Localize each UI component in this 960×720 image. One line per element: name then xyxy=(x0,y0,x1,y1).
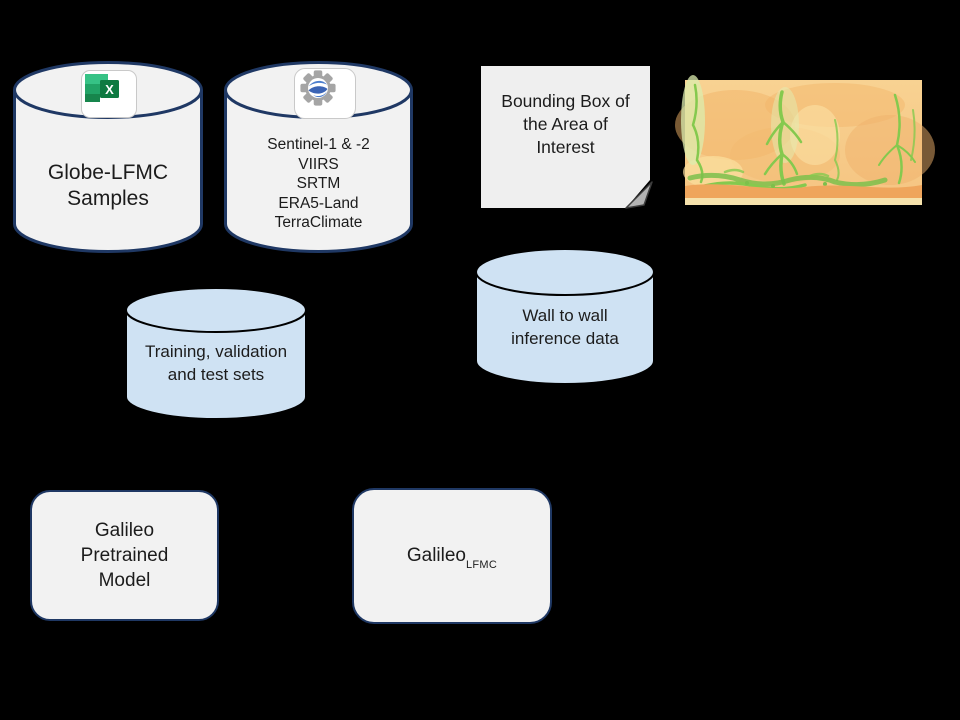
google-earth-engine-icon xyxy=(294,68,356,119)
cylinder-shape xyxy=(125,287,307,420)
box-galileo-lfmc: GalileoLFMC xyxy=(352,488,552,624)
excel-icon: X xyxy=(81,70,137,118)
cylinder-shape xyxy=(13,61,203,253)
lfmc-map-image xyxy=(675,75,935,205)
box-label: GalileoLFMC xyxy=(406,545,497,571)
folded-note-shape xyxy=(481,66,653,209)
cylinder-label: Training, validation and test sets xyxy=(144,342,288,384)
box-label: Galileo Pretrained Model xyxy=(80,520,169,591)
cylinder-label: Globe-LFMC Samples xyxy=(47,161,169,210)
box-galileo-pretrained-model: Galileo Pretrained Model xyxy=(30,490,219,621)
note-label: Bounding Box of the Area of Interest xyxy=(501,91,630,157)
cylinder-globe-lfmc-samples: X Globe-LFMC Samples xyxy=(13,61,203,253)
note-bounding-box: Bounding Box of the Area of Interest xyxy=(481,66,655,209)
cylinder-label: Sentinel-1 & -2 VIIRS SRTM ERA5-Land Ter… xyxy=(267,136,370,231)
cylinder-label: Wall to wall inference data xyxy=(511,306,619,348)
cylinder-training-sets: Training, validation and test sets xyxy=(125,287,307,420)
cylinder-gee-datasets: Sentinel-1 & -2 VIIRS SRTM ERA5-Land Ter… xyxy=(224,61,413,253)
box-label-base: Galileo xyxy=(406,545,466,566)
cylinder-shape xyxy=(475,248,655,385)
folded-corner xyxy=(625,181,653,209)
box-label-subscript: LFMC xyxy=(466,559,498,571)
cylinder-shape xyxy=(224,61,413,253)
svg-text:X: X xyxy=(105,82,114,97)
cylinder-wall-to-wall: Wall to wall inference data xyxy=(475,248,655,385)
